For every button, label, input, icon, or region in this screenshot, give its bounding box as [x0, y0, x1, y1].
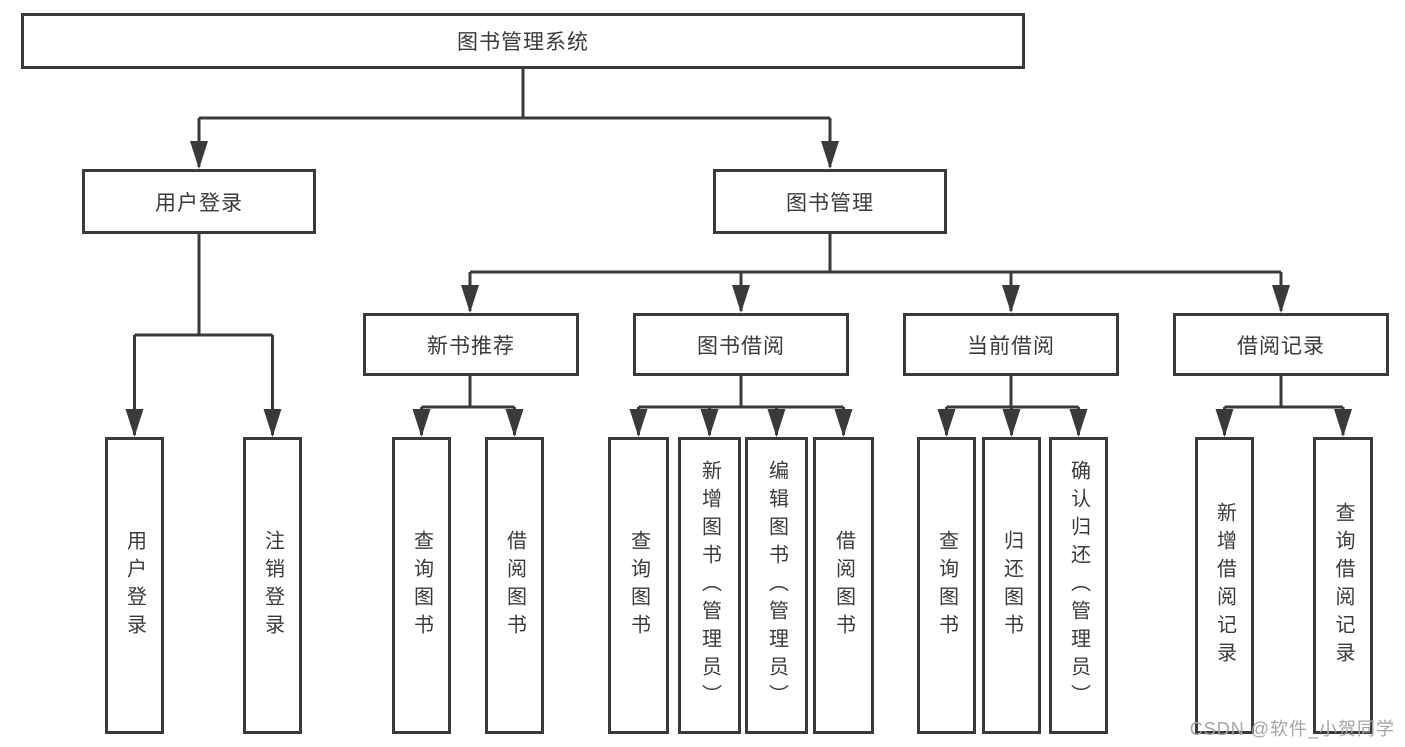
leaf-logout: 注销登录 — [243, 437, 302, 734]
leaf-borrow-books-recommend: 借阅图书 — [485, 437, 544, 734]
node-library-management-system: 图书管理系统 — [21, 13, 1025, 69]
leaf-user-login-label: 用户登录 — [123, 529, 146, 642]
leaf-add-borrow-record: 新增借阅记录 — [1195, 437, 1254, 734]
connector-book-borrowing-children — [629, 376, 853, 437]
leaf-query-borrow-record: 查询借阅记录 — [1313, 437, 1373, 734]
leaf-query-books-recommend: 查询图书 — [392, 437, 451, 734]
node-current-borrowing: 当前借阅 — [903, 313, 1119, 376]
leaf-query-books-recommend-label: 查询图书 — [410, 529, 433, 642]
connector-borrowing-records-children — [1215, 376, 1352, 437]
leaf-edit-books-admin: 编辑图书（管理员） — [745, 437, 808, 734]
leaf-query-books-borrowing-label: 查询图书 — [627, 529, 650, 642]
connector-user-login-children — [125, 233, 282, 437]
leaf-borrow-books-borrowing-label: 借阅图书 — [832, 529, 855, 642]
node-borrowing-records: 借阅记录 — [1173, 313, 1389, 376]
leaf-query-books-borrowing: 查询图书 — [608, 437, 669, 734]
node-book-management: 图书管理 — [713, 169, 947, 234]
csdn-watermark: CSDN @软件_小贺同学 — [1189, 719, 1395, 739]
leaf-query-borrow-record-label: 查询借阅记录 — [1332, 501, 1354, 670]
node-user-login: 用户登录 — [82, 169, 316, 234]
leaf-borrow-books-recommend-label: 借阅图书 — [503, 529, 526, 642]
leaf-edit-books-admin-label: 编辑图书（管理员） — [765, 459, 788, 712]
leaf-query-books-current-label: 查询图书 — [935, 529, 958, 642]
leaf-add-books-admin: 新增图书（管理员） — [678, 437, 741, 734]
leaf-borrow-books-borrowing: 借阅图书 — [813, 437, 874, 734]
leaf-return-books: 归还图书 — [982, 437, 1041, 734]
connector-current-borrowing-children — [937, 376, 1088, 437]
leaf-confirm-return-admin: 确认归还（管理员） — [1049, 437, 1108, 734]
leaf-logout-label: 注销登录 — [261, 529, 284, 642]
leaf-user-login: 用户登录 — [105, 437, 164, 734]
leaf-return-books-label: 归还图书 — [1000, 529, 1023, 642]
connector-root-to-level2 — [190, 68, 839, 169]
connector-new-book-recommendation-children — [412, 376, 524, 437]
node-new-book-recommendation: 新书推荐 — [363, 313, 579, 376]
leaf-confirm-return-admin-label: 确认归还（管理员） — [1067, 459, 1090, 712]
leaf-add-books-admin-label: 新增图书（管理员） — [698, 459, 721, 712]
node-book-borrowing: 图书借阅 — [633, 313, 849, 376]
leaf-query-books-current: 查询图书 — [917, 437, 976, 734]
connector-book-management-children — [461, 233, 1290, 313]
leaf-add-borrow-record-label: 新增借阅记录 — [1213, 501, 1236, 670]
